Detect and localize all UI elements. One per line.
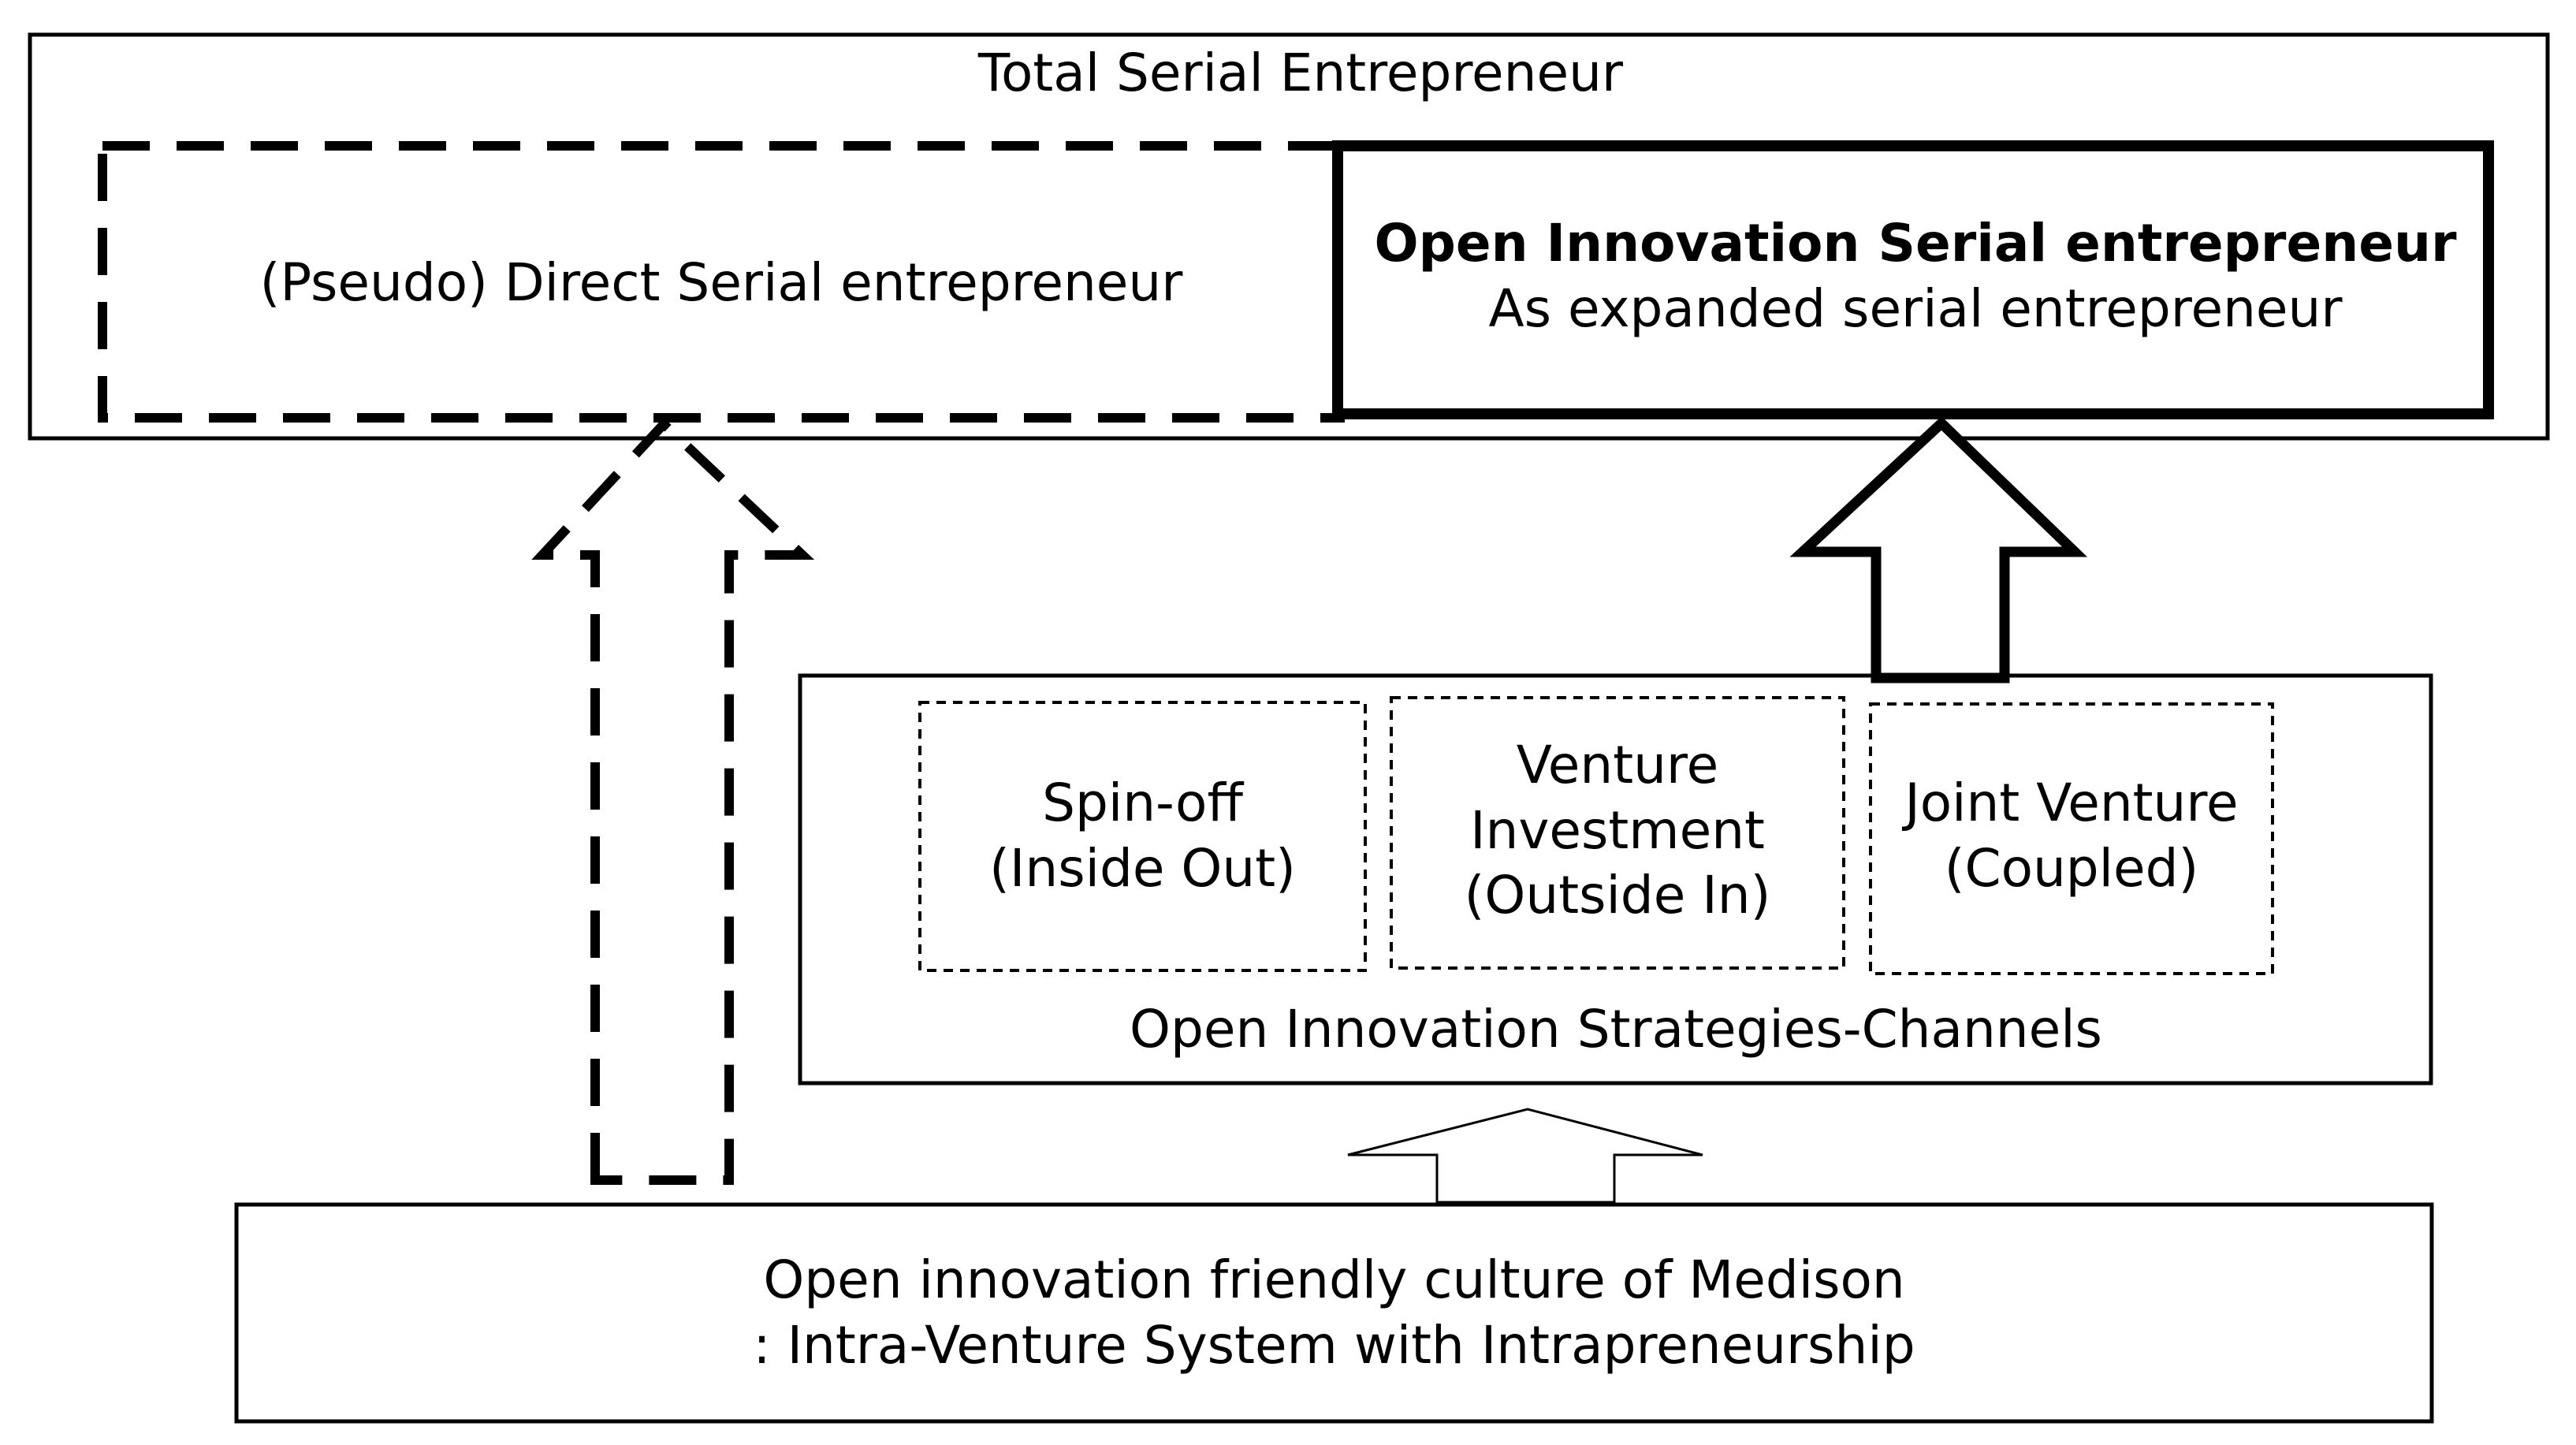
strategy-spin-off-line1: Spin-off: [1042, 773, 1243, 833]
strategy-joint-venture-line2: (Coupled): [1944, 837, 2199, 899]
strategy-joint-venture-line1: Joint Venture: [1904, 773, 2239, 833]
strategy-venture-investment-line3: (Outside In): [1464, 865, 1771, 925]
dashed-up-arrow: [531, 417, 815, 1185]
strategy-venture-investment-label: Venture Investment (Outside In): [1395, 733, 1840, 929]
culture-text: Open innovation friendly culture of Medi…: [315, 1248, 2353, 1378]
strategy-joint-venture-label: Joint Venture (Coupled): [1874, 771, 2269, 901]
strategy-spin-off-line2: (Inside Out): [989, 837, 1296, 899]
thin-up-arrow: [1347, 1108, 1703, 1204]
direct-serial-entrepreneur-label: (Pseudo) Direct Serial entrepreneur: [259, 252, 1183, 313]
total-serial-entrepreneur-title: Total Serial Entrepreneur: [977, 43, 1624, 103]
open-innovation-serial-box: [1332, 140, 2494, 419]
open-innovation-serial-subtitle: As expanded serial entrepreneur: [1488, 277, 2343, 339]
culture-box: [234, 1202, 2434, 1424]
strategy-box-venture-investment: [1390, 696, 1845, 970]
strategy-spin-off-label: Spin-off (Inside Out): [924, 771, 1361, 901]
open-innovation-serial-text: Open Innovation Serial entrepreneur As e…: [1356, 211, 2475, 341]
strategy-box-joint-venture: [1869, 702, 2274, 975]
culture-line2: : Intra-Venture System with Intrapreneur…: [753, 1314, 1915, 1376]
open-innovation-serial-title: Open Innovation Serial entrepreneur: [1374, 213, 2457, 274]
strategies-channels-caption: Open Innovation Strategies-Channels: [1130, 999, 2102, 1060]
strategy-box-spin-off: [918, 701, 1367, 972]
strategies-channels-box: [798, 673, 2433, 1086]
total-serial-entrepreneur-box: [28, 32, 2550, 441]
strategy-venture-investment-line2: Investment: [1470, 799, 1765, 861]
culture-line1: Open innovation friendly culture of Medi…: [763, 1249, 1905, 1310]
bold-up-arrow: [1789, 416, 2088, 683]
strategy-venture-investment-line1: Venture: [1516, 735, 1719, 795]
